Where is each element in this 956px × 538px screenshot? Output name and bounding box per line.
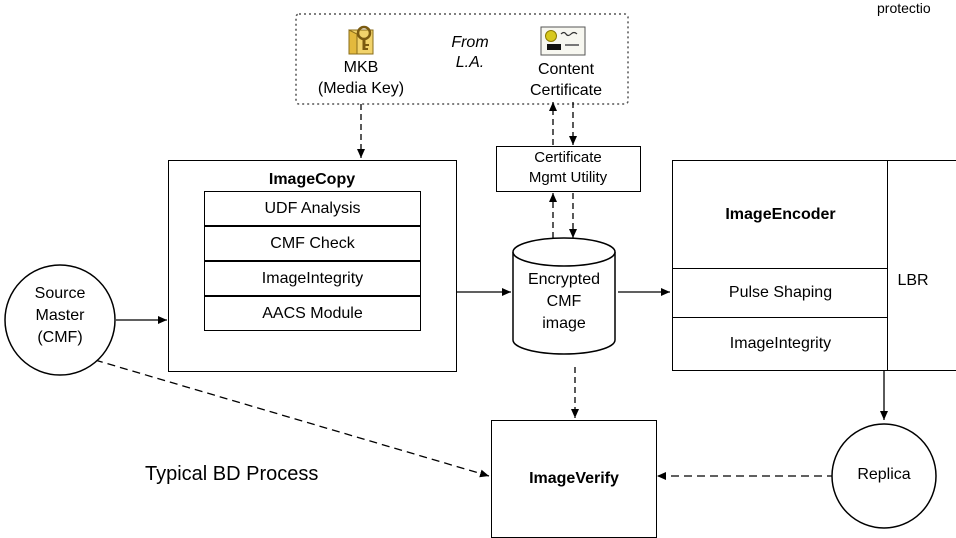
lbr-label: LBR (897, 272, 929, 289)
encrypted-image-cylinder (512, 237, 616, 355)
encrypted-image-label-2: CMF (546, 293, 582, 310)
module-aacs-label: AACS Module (262, 304, 363, 322)
cert-mgmt-sublabel: Mgmt Utility (528, 169, 608, 186)
media-key-icon (343, 24, 379, 56)
source-master-circle (4, 264, 116, 376)
module-encoder-imageintegrity: ImageIntegrity (673, 318, 888, 369)
module-imageintegrity-label: ImageIntegrity (261, 269, 364, 287)
module-aacs: AACS Module (204, 296, 421, 331)
module-encoder-imageintegrity-label: ImageIntegrity (729, 334, 832, 352)
cert-mgmt-label: Certificate (534, 149, 602, 166)
mkb-sublabel: (Media Key) (317, 80, 405, 97)
source-master-label-2: Master (35, 307, 85, 324)
imagecopy-box: ImageCopy UDF Analysis CMF Check ImageIn… (168, 160, 457, 372)
corner-text: protectio (877, 0, 931, 16)
content-cert-sublabel: Certificate (529, 82, 603, 99)
encrypted-image-label-1: Encrypted (527, 271, 601, 288)
module-udf-analysis: UDF Analysis (204, 191, 421, 226)
process-caption: Typical BD Process (145, 463, 319, 485)
from-label: From (451, 34, 489, 51)
imageverify-label: ImageVerify (529, 470, 619, 487)
replica-circle (831, 423, 937, 529)
cert-mgmt-utility-box: Certificate Mgmt Utility (496, 146, 641, 192)
source-master-label-1: Source (34, 285, 86, 302)
module-udf-analysis-label: UDF Analysis (264, 199, 361, 217)
mkb-label: MKB (343, 59, 379, 76)
arrow-source-to-imageverify (94, 359, 490, 478)
module-cmf-check: CMF Check (204, 226, 421, 261)
module-pulse-shaping-label: Pulse Shaping (728, 284, 833, 301)
imageencoder-box: ImageEncoder Pulse Shaping ImageIntegrit… (672, 160, 890, 371)
content-cert-label: Content (537, 61, 595, 78)
source-master-label-3: (CMF) (37, 329, 83, 346)
license-authority-group (295, 13, 629, 105)
lbr-box: LBR (887, 160, 956, 371)
module-pulse-shaping: Pulse Shaping (673, 268, 888, 318)
imagecopy-title: ImageCopy (268, 171, 356, 188)
module-cmf-check-label: CMF Check (270, 234, 355, 252)
imageencoder-title: ImageEncoder (725, 205, 836, 223)
la-label: L.A. (455, 54, 485, 71)
replica-label: Replica (857, 466, 911, 483)
imageverify-box: ImageVerify (491, 420, 657, 538)
imageencoder-title-area: ImageEncoder (673, 161, 888, 268)
certificate-icon (540, 26, 586, 56)
encrypted-image-label-3: image (542, 315, 586, 332)
module-imageintegrity: ImageIntegrity (204, 261, 421, 296)
